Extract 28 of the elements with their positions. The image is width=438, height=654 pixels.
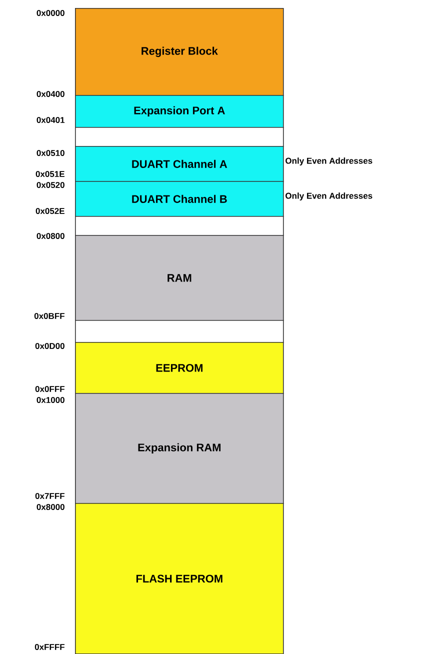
address-label: 0xFFFF [34,644,64,650]
address-label: 0x0400 [36,91,64,98]
address-label: 0x0000 [36,10,64,16]
address-label: 0x0520 [36,182,64,188]
address-label: 0x8000 [36,504,64,510]
address-label: 0x1000 [36,397,64,403]
address-label: 0x7FFF [35,493,64,499]
unused-block [75,216,284,236]
address-label: 0x0800 [36,233,64,239]
address-label: 0x0FFF [35,386,64,392]
memory-block: FLASH EEPROM [75,503,284,654]
unused-block [75,320,284,343]
unused-block [75,127,284,147]
memory-block: RAM [75,235,284,321]
address-label: 0x0401 [36,117,65,124]
memory-block: Expansion Port A [75,95,284,128]
address-label: 0x052E [36,208,64,214]
note-text: Only Even Addresses [286,158,372,166]
memory-block: EEPROM [75,342,284,394]
memory-block: Expansion RAM [75,393,284,504]
memory-block: DUART Channel A [75,146,284,182]
address-label: 0x0510 [36,150,64,156]
memory-block: DUART Channel B [75,181,284,217]
address-label: 0x051E [36,171,64,177]
note-text: Only Even Addresses [286,192,372,200]
address-label: 0x0BFF [34,313,64,319]
memory-block: Register Block [75,8,284,96]
address-label: 0x0D00 [35,343,64,349]
